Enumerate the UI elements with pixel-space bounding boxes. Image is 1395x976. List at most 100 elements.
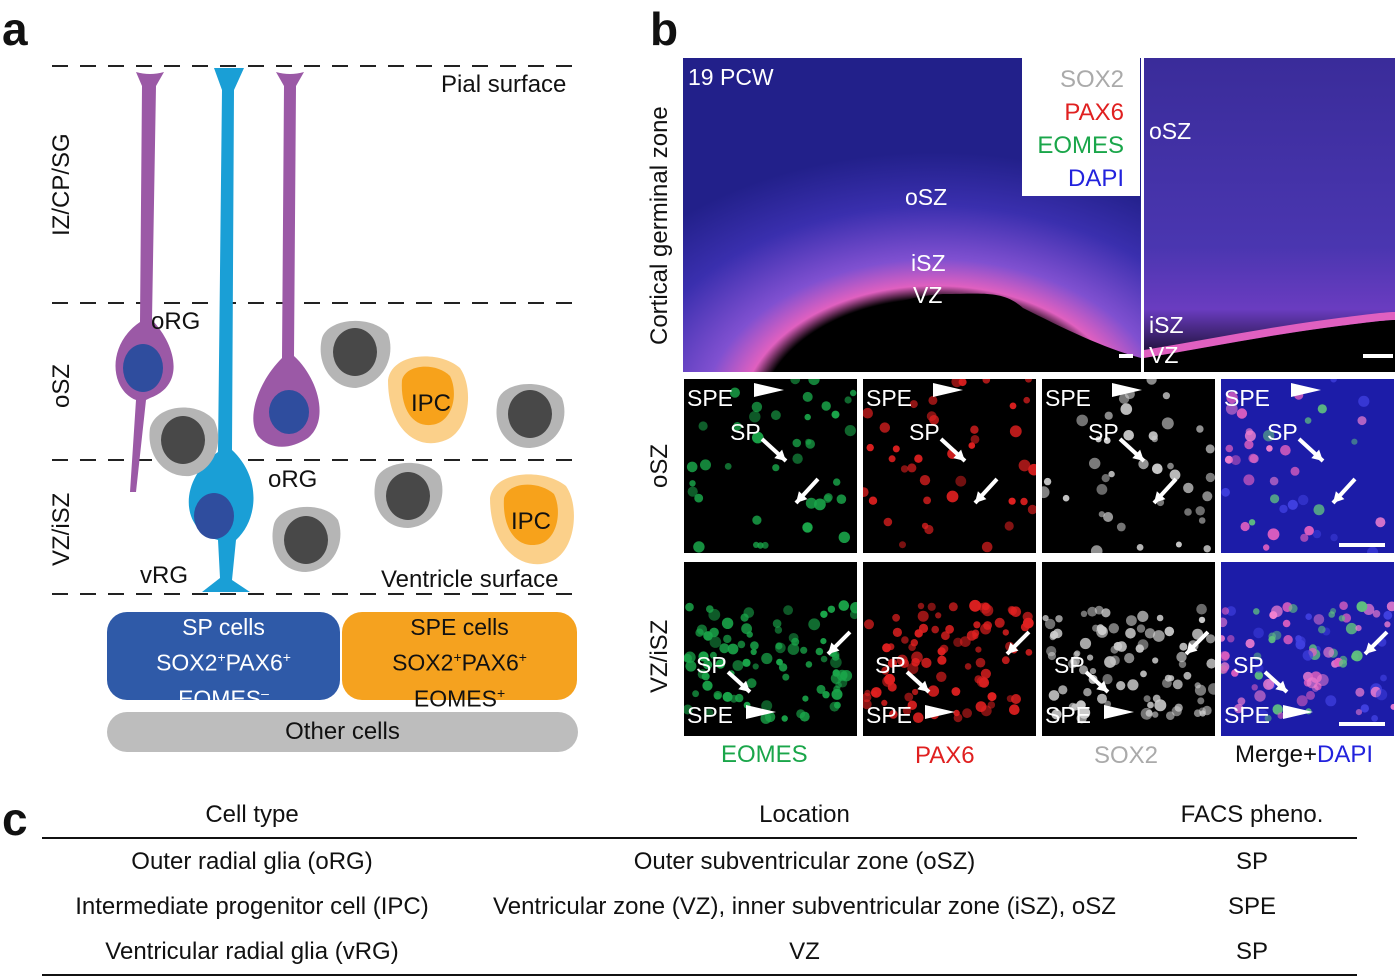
tile-vz-isz-merge: SP SPE bbox=[1221, 562, 1394, 736]
channel-label-pax6: PAX6 bbox=[915, 742, 975, 769]
org-label-top: oRG bbox=[151, 308, 201, 335]
panel-letter-c: c bbox=[2, 793, 28, 845]
header-facs: FACS pheno. bbox=[1147, 797, 1357, 839]
sp-cells-box: SP cells SOX2+PAX6+ EOMES– bbox=[107, 612, 340, 711]
channel-label-sox2: SOX2 bbox=[1094, 742, 1159, 769]
pial-surface-label: Pial surface bbox=[441, 71, 567, 98]
org-nucleus-right bbox=[269, 390, 309, 434]
tile-cells bbox=[1221, 601, 1394, 722]
zoom-tissue bbox=[1144, 312, 1395, 372]
zoom-micrograph: oSZ iSZ VZ bbox=[1144, 58, 1395, 372]
scale-bar-zoom bbox=[1363, 354, 1393, 358]
sp-label: SP bbox=[909, 419, 940, 445]
channel-legend: SOX2 PAX6 EOMES DAPI bbox=[1022, 58, 1140, 196]
org-label-mid: oRG bbox=[268, 466, 318, 493]
vrg-label: vRG bbox=[140, 562, 188, 589]
vrg-cell bbox=[188, 68, 254, 592]
sp-arrow-icon bbox=[726, 670, 752, 694]
spe-arrowhead-icon bbox=[1291, 383, 1321, 397]
main-vz-label: VZ bbox=[913, 282, 943, 308]
table-cell: Ventricular radial glia (vRG) bbox=[42, 929, 462, 976]
zoom-isz-label: iSZ bbox=[1149, 312, 1184, 338]
spe-label: SPE bbox=[866, 702, 913, 728]
row-label-osz: oSZ bbox=[646, 443, 673, 488]
row-label-vz-isz: VZ/iSZ bbox=[646, 619, 673, 693]
arrow-icon bbox=[794, 477, 820, 505]
zoom-osz-label: oSZ bbox=[1149, 118, 1192, 144]
table-row: Outer radial glia (oRG) Outer subventric… bbox=[42, 838, 1357, 884]
tile-cells bbox=[1042, 603, 1215, 724]
spe-arrowhead-icon bbox=[925, 705, 955, 719]
cell-type-table: Cell type Location FACS pheno. Outer rad… bbox=[42, 797, 1357, 976]
cortical-germinal-zone-label: Cortical germinal zone bbox=[646, 106, 673, 345]
zone-label-osz: oSZ bbox=[48, 363, 75, 408]
tile-cells bbox=[684, 600, 857, 724]
overview-tissue bbox=[683, 58, 1141, 372]
arrow-icon bbox=[1152, 477, 1178, 505]
vrg-nucleus bbox=[194, 493, 234, 539]
arrow-icon bbox=[973, 477, 999, 505]
sp-arrow-icon bbox=[1118, 437, 1146, 463]
arrow-icon bbox=[1005, 630, 1031, 656]
ipc-cells bbox=[388, 356, 574, 565]
spe-label: SPE bbox=[1224, 702, 1271, 728]
channel-label-merge: Merge+DAPI bbox=[1235, 741, 1374, 768]
spe-arrowhead-icon bbox=[933, 383, 963, 397]
spe-label: SPE bbox=[687, 385, 734, 411]
spe-label: SPE bbox=[1045, 385, 1092, 411]
tile-cells bbox=[863, 599, 1034, 723]
spe-label: SPE bbox=[687, 702, 734, 728]
sp-arrow-icon bbox=[1263, 670, 1289, 694]
other-cells-box: Other cells bbox=[107, 712, 578, 752]
org-cell-left bbox=[115, 72, 174, 492]
spe-arrowhead-icon bbox=[1112, 383, 1142, 397]
sp-label: SP bbox=[1267, 419, 1298, 445]
age-label: 19 PCW bbox=[688, 64, 774, 90]
tile-cells bbox=[1221, 379, 1386, 553]
scale-bar-tile bbox=[1339, 722, 1385, 726]
arrow-icon bbox=[1363, 630, 1389, 656]
scale-bar-main bbox=[1119, 354, 1133, 358]
sp-arrow-icon bbox=[760, 437, 788, 463]
panel-a-diagram bbox=[52, 65, 575, 595]
arrow-icon bbox=[826, 630, 852, 656]
table-row: Ventricular radial glia (vRG) VZ SP bbox=[42, 929, 1357, 976]
sp-label: SP bbox=[696, 652, 727, 678]
panel-letter-b: b bbox=[650, 3, 679, 55]
sp-label: SP bbox=[1088, 419, 1119, 445]
spe-arrowhead-icon bbox=[1283, 705, 1313, 719]
table-cell: Outer radial glia (oRG) bbox=[131, 847, 373, 875]
main-isz-label: iSZ bbox=[911, 250, 946, 276]
panel-letter-a: a bbox=[2, 3, 28, 55]
scale-bar-tile bbox=[1339, 543, 1385, 547]
org-cell-right bbox=[253, 72, 320, 447]
spe-arrowhead-icon bbox=[754, 383, 784, 397]
org-nucleus-left bbox=[123, 344, 163, 392]
tile-osz-eomes: SPE SP bbox=[684, 379, 857, 553]
ipc-label-2: IPC bbox=[511, 508, 552, 535]
legend-sox2: SOX2 bbox=[1059, 66, 1124, 93]
sp-arrow-icon bbox=[905, 670, 931, 694]
legend-pax6: PAX6 bbox=[1064, 99, 1124, 126]
sp-label: SP bbox=[730, 419, 761, 445]
sp-label: SP bbox=[1233, 652, 1264, 678]
zoom-vz-label: VZ bbox=[1149, 342, 1179, 368]
zone-label-vz: VZ/iSZ bbox=[48, 492, 75, 566]
spe-cells-box: SPE cells SOX2+PAX6+ EOMES+ bbox=[342, 612, 577, 711]
legend-eomes: EOMES bbox=[1037, 132, 1124, 159]
table-cell: Outer subventricular zone (oSZ) bbox=[633, 847, 976, 875]
header-cell-type: Cell type bbox=[42, 797, 462, 839]
spe-arrowhead-icon bbox=[1104, 705, 1134, 719]
table-cell: SP bbox=[1147, 929, 1357, 976]
ventricle-surface-label: Ventricle surface bbox=[381, 566, 559, 593]
tile-vz-isz-eomes: SP SPE bbox=[684, 562, 857, 736]
sp-label: SP bbox=[1054, 652, 1085, 678]
zone-label-iz: IZ/CP/SG bbox=[48, 133, 75, 236]
table-cell: Ventricular zone (VZ), inner subventricu… bbox=[493, 892, 1116, 920]
table-header-row: Cell type Location FACS pheno. bbox=[42, 797, 1357, 839]
table-cell: Intermediate progenitor cell (IPC) bbox=[75, 892, 429, 920]
